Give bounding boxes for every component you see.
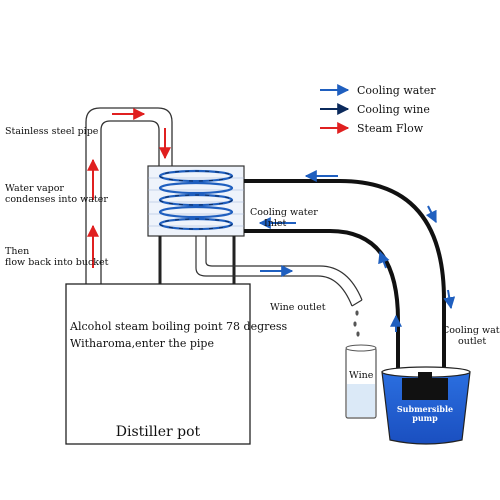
water-bucket [381, 366, 471, 445]
condenser [147, 165, 245, 237]
wine-glass [345, 344, 377, 419]
vapor-label-line1: Water vapor [5, 183, 64, 194]
pump-label-line2: pump [412, 413, 438, 423]
cooling-outlet-label-line1: Cooling water [442, 325, 500, 336]
then-label-line2: flow back into bucket [5, 257, 109, 268]
cooling-outlet-hose [244, 179, 446, 372]
pot-text-line1: Alcohol steam boiling point 78 degress [69, 320, 288, 333]
distiller-pot [65, 283, 251, 445]
then-label-line1: Then [5, 246, 29, 257]
steam-flow-arrows [87, 108, 171, 268]
cooling-outlet-label-line2: outlet [458, 336, 486, 347]
legend-label: Steam Flow [357, 122, 424, 135]
cooling-inlet-label-line1: Cooling water [250, 207, 318, 218]
wine-outlet-pipe [195, 236, 363, 307]
cooling-inlet-label-line2: Inlet [264, 218, 287, 229]
condenser-supports [158, 236, 236, 286]
pump-label-line1: Submersible [397, 404, 453, 414]
legend-label: Cooling wine [357, 103, 430, 116]
legend: Cooling water Cooling wine Steam Flow [320, 84, 436, 135]
legend-label: Cooling water [357, 84, 436, 97]
cooling-water-arrows [258, 170, 456, 332]
wine-outlet-label: Wine outlet [270, 302, 326, 313]
legend-item-steam-flow: Steam Flow [320, 122, 424, 135]
stainless-pipe-label: Stainless steel pipe [5, 126, 99, 137]
submersible-pump [402, 372, 448, 400]
stainless-steel-pipe [85, 107, 173, 285]
wine-glass-label: Wine [349, 370, 374, 381]
legend-item-cooling-wine: Cooling wine [320, 103, 430, 116]
vapor-label-line2: condenses into water [5, 194, 108, 205]
pot-title: Distiller pot [116, 424, 201, 440]
wine-drips [353, 310, 360, 337]
legend-item-cooling-water: Cooling water [320, 84, 436, 97]
pot-text-line2: Witharoma,enter the pipe [70, 337, 214, 350]
